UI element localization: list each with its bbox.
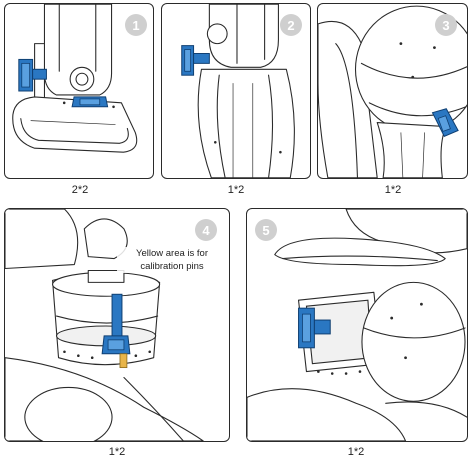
step-4-bracket [101,293,131,355]
step-5-illustration [247,209,467,441]
calibration-note: Yellow area is for calibration pins [117,247,227,273]
step-5-number-badge: 5 [255,219,277,241]
step-2-illustration [181,4,295,178]
step-5-quantity: 1*2 [347,446,365,458]
step-1-number-badge: 1 [125,14,147,36]
step-1-bracket-bottom [71,96,109,108]
step-2-bracket [181,45,210,76]
step-3-illustration [318,5,467,178]
step-5-bracket [298,307,331,349]
step-2-quantity: 1*2 [227,184,245,196]
step-3-quantity: 1*2 [384,184,402,196]
step-3-panel: 3 [317,3,468,179]
step-5-panel: 5 [246,208,468,442]
step-1-quantity: 2*2 [71,184,89,196]
step-2-number-badge: 2 [280,14,302,36]
step-3-number-badge: 3 [435,14,457,36]
calibration-pin-area [119,353,128,369]
step-1-illustration [12,4,138,153]
step-2-panel: 2 [161,3,311,179]
step-1-panel: 1 [4,3,154,179]
step-4-quantity: 1*2 [108,446,126,458]
step-4-number-badge: 4 [195,219,217,241]
step-4-panel: 4 Yellow area is for calibration pins [4,208,230,442]
step-4-illustration [5,209,204,441]
step-1-bracket-left [18,58,47,92]
step-3-bracket [431,108,459,138]
